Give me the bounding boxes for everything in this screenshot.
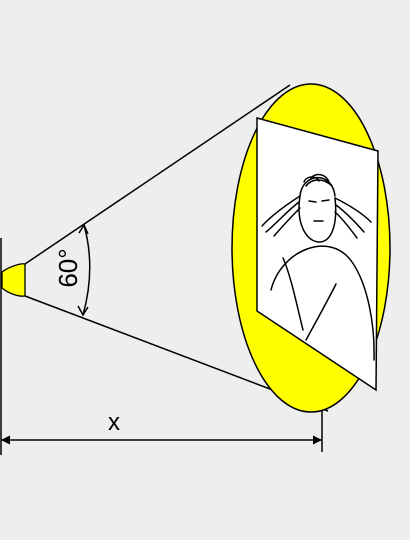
hair-strand (305, 179, 333, 187)
hair-right-strand (335, 204, 365, 233)
portrait-figure (261, 173, 375, 361)
hair-left-strand (261, 195, 301, 227)
hair-strand (310, 173, 330, 183)
hair-right-strand (334, 211, 358, 239)
angle-label: 60° (53, 248, 83, 287)
angle-arrowhead-bottom (77, 305, 89, 317)
dimension-arrow-left (1, 435, 10, 445)
angle-arrowhead-top (78, 223, 89, 235)
left-eye (308, 200, 317, 203)
right-eye (321, 199, 330, 202)
body-outline (270, 245, 375, 361)
hair-left-strand (273, 207, 301, 237)
cone-upper-ray (24, 84, 291, 265)
distance-label: x (108, 409, 120, 436)
face-outline (298, 195, 337, 243)
projected-picture (256, 117, 379, 392)
dimension-arrow-right (313, 435, 322, 445)
body-line (305, 283, 337, 341)
body-line (282, 257, 304, 331)
angle-arc (82, 224, 91, 316)
hair-right-strand (334, 197, 372, 223)
hair-left-strand (265, 201, 300, 233)
